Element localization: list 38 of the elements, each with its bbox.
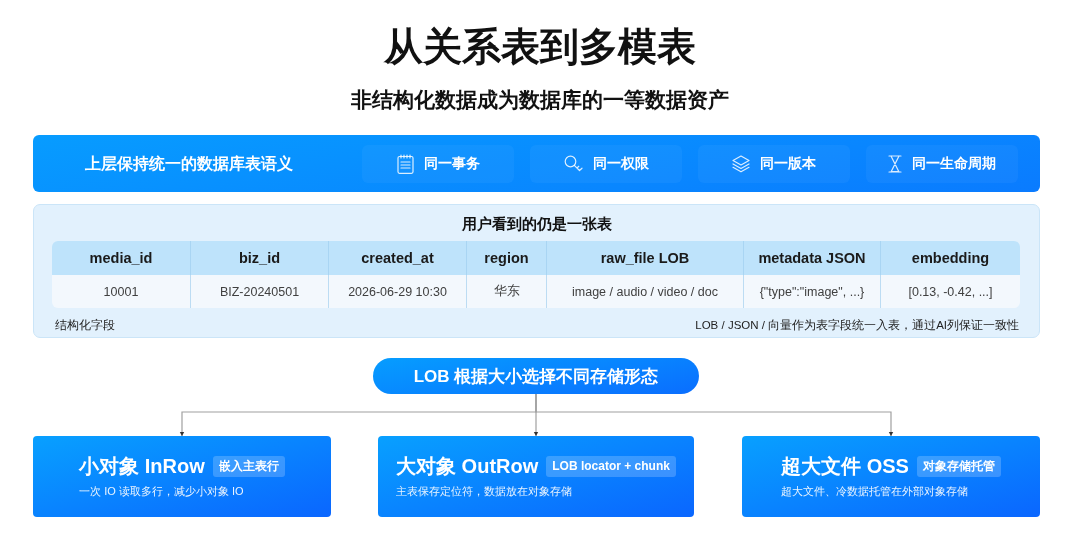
field-value: image / audio / video / doc (546, 275, 743, 308)
field-value: BIZ-20240501 (190, 275, 328, 308)
feature-label: 同一生命周期 (912, 155, 996, 173)
tag-label: 对象存储托管 (916, 455, 1001, 477)
title: 从关系表到多模表 (384, 24, 696, 70)
feature-label: 同一事务 (423, 155, 480, 173)
storage-card (742, 436, 1040, 517)
card-description: 主表保存定位符，数据放在对象存储 (396, 484, 573, 499)
feature-label: 同一权限 (592, 155, 649, 173)
tag-label: 嵌入主表行 (212, 455, 285, 477)
field-value: 2026-06-29 10:30 (328, 275, 466, 308)
card-title: 大对象 OutRow (396, 454, 539, 478)
heading-pill: LOB 根据大小选择不同存储形态 (373, 358, 699, 394)
card-title: 超大文件 OSS (781, 454, 909, 478)
banner-bar (33, 135, 1040, 192)
field-value: 10001 (102, 283, 140, 301)
feature-tile (866, 145, 1018, 183)
field-value: 华东 (466, 275, 546, 308)
note-text: 结构化字段 (55, 318, 115, 333)
card-description: 一次 IO 读取多行，减少小对象 IO (79, 484, 244, 499)
column-header: media_id (88, 249, 154, 268)
note-text: LOB / JSON / 向量作为表字段统一入表，通过AI列保证一致性 (695, 318, 1019, 333)
subtitle: 非结构化数据成为数据库的一等数据资产 (351, 87, 729, 113)
panel-heading: 用户看到的仍是一张表 (461, 214, 612, 234)
feature-tile (362, 145, 514, 183)
table-panel (33, 204, 1040, 338)
feature-label: 同一版本 (760, 155, 816, 173)
connector-arrow (535, 393, 894, 437)
card-description: 超大文件、冷数据托管在外部对象存储 (781, 484, 969, 499)
card-title: 小对象 InRow (79, 454, 205, 478)
feature-tile (530, 145, 682, 183)
field-value: [0.13, -0.42, ...] (880, 275, 1020, 308)
storage-card (33, 436, 331, 517)
tag-label: LOB locator + chunk (546, 455, 676, 477)
field-value: {"type":"image", ...} (743, 275, 880, 308)
storage-card (378, 436, 694, 517)
banner-title: 上层保持统一的数据库表语义 (85, 154, 293, 174)
feature-tile (698, 145, 850, 183)
